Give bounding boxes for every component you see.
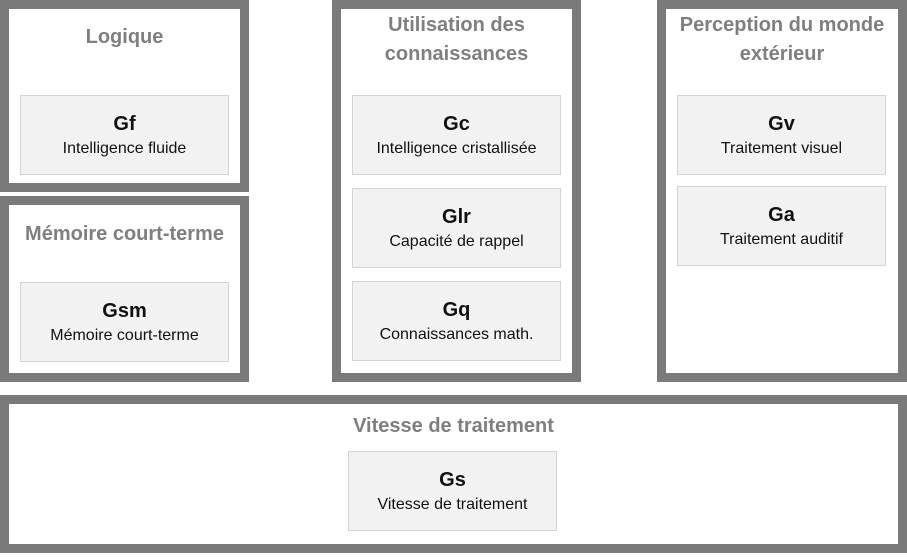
ability-box-ga: Ga Traitement auditif xyxy=(677,186,886,266)
ability-code: Gs xyxy=(439,469,466,491)
ability-name: Capacité de rappel xyxy=(389,233,524,250)
group-memoire-court-terme: Mémoire court-terme Gsm Mémoire court-te… xyxy=(0,196,249,382)
group-utilisation-des-connaissances: Utilisation des connaissances Gc Intelli… xyxy=(332,0,581,382)
ability-box-glr: Glr Capacité de rappel xyxy=(352,188,561,268)
group-title: Logique xyxy=(85,26,164,48)
ability-code: Glr xyxy=(442,206,471,228)
group-title: Vitesse de traitement xyxy=(353,415,554,437)
group-vitesse-de-traitement: Vitesse de traitement Gs Vitesse de trai… xyxy=(0,395,907,553)
ability-name: Connaissances math. xyxy=(379,326,534,343)
group-logique: Logique Gf Intelligence fluide xyxy=(0,0,249,192)
ability-code: Gq xyxy=(442,299,471,321)
ability-box-gsm: Gsm Mémoire court-terme xyxy=(20,282,229,362)
ability-code: Ga xyxy=(768,204,795,226)
group-title: Mémoire court-terme xyxy=(25,223,224,245)
ability-name: Intelligence fluide xyxy=(62,140,187,157)
ability-code: Gc xyxy=(443,113,470,135)
ability-box-gv: Gv Traitement visuel xyxy=(677,95,886,175)
ability-name: Mémoire court-terme xyxy=(50,327,199,344)
ability-code: Gf xyxy=(113,113,136,135)
group-title: Utilisation des connaissances xyxy=(384,14,529,65)
ability-box-gs: Gs Vitesse de traitement xyxy=(348,451,557,531)
ability-name: Intelligence cristallisée xyxy=(376,140,537,157)
ability-code: Gsm xyxy=(102,300,147,322)
ability-name: Traitement auditif xyxy=(719,231,843,248)
ability-box-gf: Gf Intelligence fluide xyxy=(20,95,229,175)
ability-name: Vitesse de traitement xyxy=(377,496,528,513)
group-title: Perception du monde extérieur xyxy=(679,14,885,65)
ability-name: Traitement visuel xyxy=(720,140,843,157)
ability-box-gq: Gq Connaissances math. xyxy=(352,281,561,361)
ability-code: Gv xyxy=(768,113,795,135)
group-perception-du-monde-exterieur: Perception du monde extérieur Gv Traitem… xyxy=(657,0,907,382)
ability-box-gc: Gc Intelligence cristallisée xyxy=(352,95,561,175)
